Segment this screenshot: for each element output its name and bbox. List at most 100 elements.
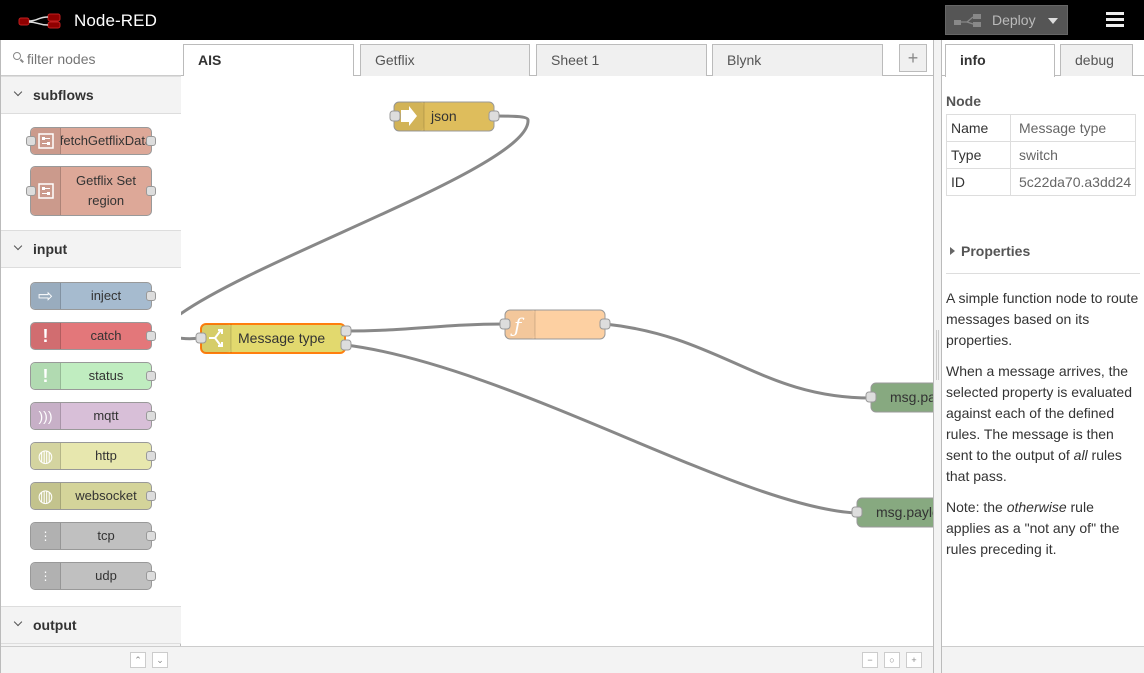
flow-node-label: msg.payload (876, 504, 933, 520)
caret-down-icon[interactable] (1048, 18, 1058, 24)
bridge-dash-icon: ⋮ (31, 523, 61, 549)
chevron-down-icon (13, 241, 23, 251)
palette-node-udp[interactable]: ⋮ udp (30, 562, 156, 590)
palette-node-websocket[interactable]: ◍ websocket (30, 482, 156, 510)
tab-info[interactable]: info (945, 44, 1055, 77)
node-red-logo-icon (18, 13, 61, 29)
tab-ais[interactable]: AIS (183, 44, 354, 77)
tab-getflix[interactable]: Getflix (360, 44, 530, 76)
sidebar-footer (942, 646, 1144, 673)
collapse-all-icon[interactable]: ⌃ (130, 652, 146, 668)
palette-node-catch[interactable]: ! catch (30, 322, 156, 350)
palette-footer: ⌃ ⌄ (1, 646, 181, 673)
category-header-input[interactable]: input (1, 230, 181, 268)
table-row: Name Message type (946, 114, 1136, 142)
flow-canvas[interactable]: json Message type ƒ ms (181, 76, 933, 646)
property-value: Message type (1010, 114, 1136, 142)
sidebar-separator[interactable] (933, 40, 942, 673)
palette-node-mqtt[interactable]: ))) mqtt (30, 402, 156, 430)
deploy-icon (954, 14, 981, 27)
palette-node-label: mqtt (93, 408, 119, 423)
wire[interactable] (345, 322, 506, 333)
category-body-input: ⇨ inject ! catch ! status ))) mqtt ◍ htt… (1, 268, 181, 606)
info-panel: Node Name Message type Type switch ID 5c… (942, 76, 1144, 646)
palette-node-label: tcp (97, 528, 115, 543)
category-label: input (33, 241, 68, 257)
zoom-out-button[interactable]: − (862, 652, 878, 668)
switch-icon (209, 329, 223, 347)
table-row: ID 5c22da70.a3dd24 (946, 168, 1136, 196)
palette-node-label: inject (90, 288, 122, 303)
help-paragraph: Note: the otherwise rule applies as a "n… (946, 499, 1120, 557)
flow-node-label: json (430, 108, 457, 124)
workspace-tabs: AIS Getflix Sheet 1 Blynk + (181, 40, 933, 77)
expand-all-icon[interactable]: ⌄ (152, 652, 168, 668)
palette-node-tcp[interactable]: ⋮ tcp (30, 522, 156, 550)
hamburger-menu-icon[interactable] (1106, 12, 1124, 28)
category-header-subflows[interactable]: subflows (1, 76, 181, 114)
property-key: ID (946, 168, 1011, 196)
table-row: Type switch (946, 141, 1136, 169)
zoom-reset-button[interactable]: ○ (884, 652, 900, 668)
tab-sheet-1[interactable]: Sheet 1 (536, 44, 707, 76)
flow-node-debug-2[interactable]: msg.payload (851, 497, 933, 528)
deploy-button[interactable]: Deploy (945, 5, 1068, 35)
output-port (146, 451, 156, 461)
add-tab-button[interactable]: + (899, 44, 927, 72)
properties-toggle[interactable]: Properties (950, 243, 1030, 259)
flow-node-label: Message type (238, 330, 325, 346)
palette-node-getflix-set-region[interactable]: Getflix Set region (26, 166, 156, 216)
output-port (146, 491, 156, 501)
filter-nodes-input[interactable] (27, 49, 172, 69)
property-value: 5c22da70.a3dd24 (1010, 168, 1136, 196)
input-port (26, 136, 36, 146)
output-port (146, 571, 156, 581)
output-port (146, 136, 156, 146)
palette-node-inject[interactable]: ⇨ inject (30, 282, 156, 310)
palette-node-label: Getflix Set region (76, 173, 136, 208)
wire[interactable] (345, 343, 858, 515)
output-port (146, 331, 156, 341)
tab-blynk[interactable]: Blynk (712, 44, 883, 76)
wire[interactable] (604, 322, 872, 400)
input-port (389, 110, 401, 122)
help-paragraph: When a message arrives, the selected pro… (946, 363, 1132, 484)
alert-icon: ! (31, 323, 61, 349)
flow-node-debug-1[interactable]: msg.payload (865, 382, 933, 413)
palette-node-http[interactable]: ◍ http (30, 442, 156, 470)
property-key: Name (946, 114, 1011, 142)
node-properties-table: Name Message type Type switch ID 5c22da7… (946, 114, 1136, 196)
search-icon (13, 52, 21, 60)
palette-node-label: catch (90, 328, 122, 343)
palette-node-label: status (88, 368, 124, 383)
wire[interactable] (181, 114, 530, 316)
input-port (851, 506, 863, 518)
node-heading: Node (946, 93, 981, 109)
function-icon: ƒ (510, 313, 525, 337)
input-port (865, 391, 877, 403)
flow-node-message-type[interactable]: Message type (195, 323, 352, 354)
flow-node-function[interactable]: ƒ (499, 309, 611, 340)
palette-node-label: fetchGetflixData (61, 133, 151, 148)
sidebar: info debug Node Name Message type Type s… (942, 40, 1144, 673)
workspace-footer: − ○ + (181, 646, 933, 673)
palette-node-fetchgetflixdata[interactable]: fetchGetflixData (26, 127, 156, 155)
output-port (146, 371, 156, 381)
properties-label: Properties (961, 243, 1031, 259)
bridge-dash-icon: ⋮ (31, 563, 61, 589)
palette-node-status[interactable]: ! status (30, 362, 156, 390)
output-port (488, 110, 500, 122)
palette-node-label: websocket (75, 488, 137, 503)
zoom-in-button[interactable]: + (906, 652, 922, 668)
drag-handle-icon[interactable] (936, 330, 939, 380)
inject-arrow-icon: ⇨ (31, 283, 61, 309)
output-port (340, 339, 352, 351)
palette-search (1, 40, 181, 76)
category-header-output[interactable]: output (1, 606, 181, 644)
input-port (195, 332, 207, 344)
globe-icon: ◍ (31, 443, 61, 469)
flow-node-json[interactable]: json (389, 101, 500, 132)
chevron-down-icon (13, 617, 23, 627)
tab-debug[interactable]: debug (1060, 44, 1133, 76)
alert-icon: ! (31, 363, 61, 389)
